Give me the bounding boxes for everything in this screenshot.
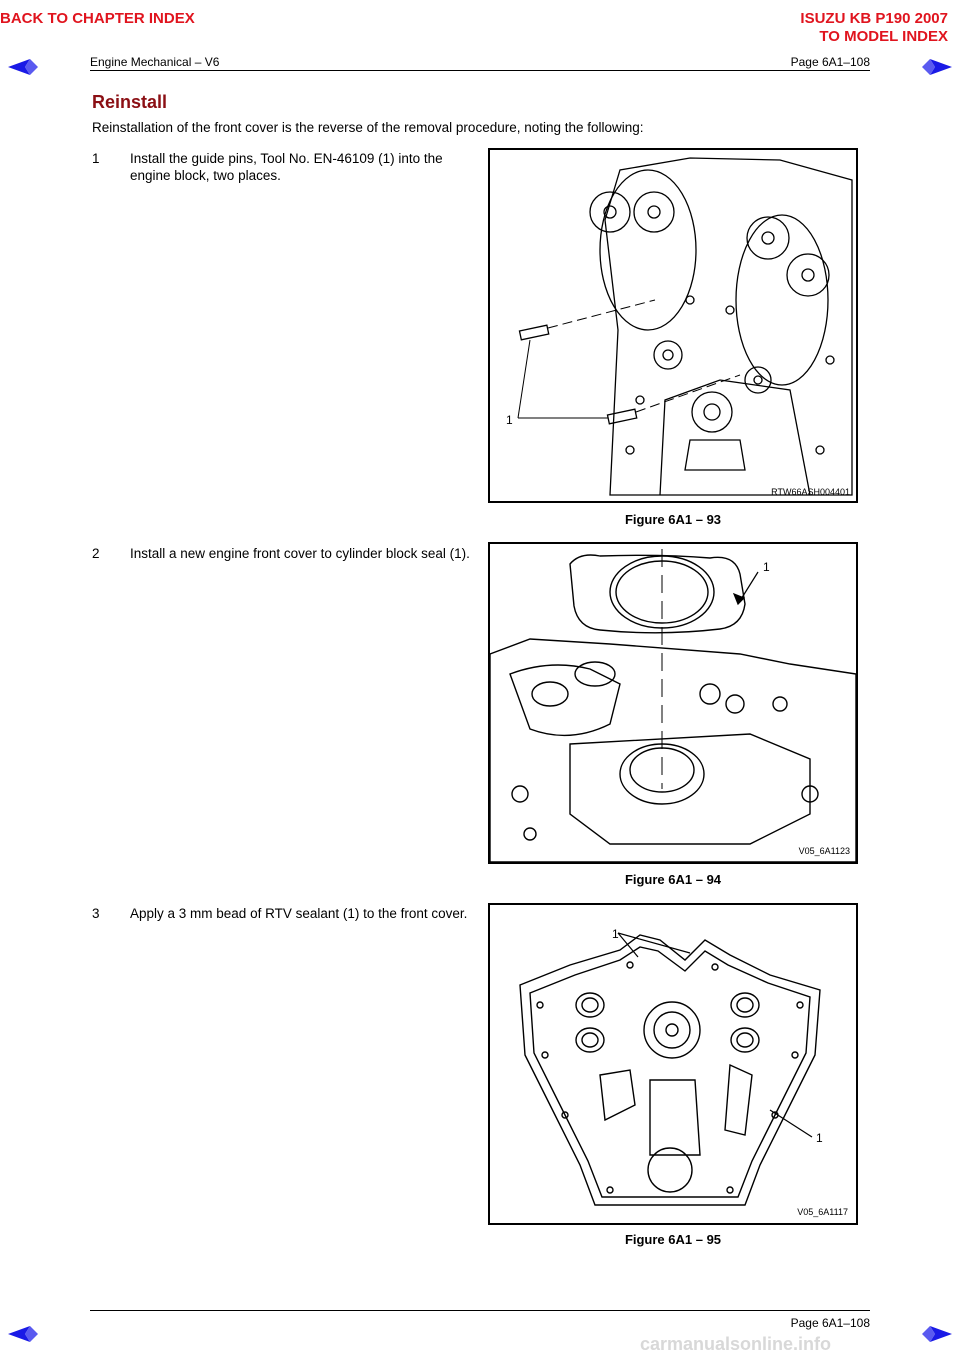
step-number: 3 — [92, 906, 100, 921]
figure-93-code: RTW66ASH004401 — [771, 487, 850, 497]
figure-94: 1 V05_6A1123 — [488, 542, 858, 864]
step-3: 3 Apply a 3 mm bead of RTV sealant (1) t… — [92, 905, 482, 945]
figure-93-callout-1: 1 — [506, 413, 513, 427]
next-page-arrow-bottom[interactable] — [920, 1325, 952, 1348]
step-number: 1 — [92, 151, 100, 166]
figure-95-code: V05_6A1117 — [797, 1207, 848, 1217]
arrow-right-icon — [922, 1326, 952, 1342]
engine-timing-illustration — [517, 157, 853, 496]
to-model-index-label[interactable]: TO MODEL INDEX — [819, 28, 948, 45]
watermark: carmanualsonline.info — [640, 1334, 832, 1354]
model-index-link[interactable]: ISUZU KB P190 2007 TO MODEL INDEX — [800, 10, 948, 46]
step-number: 2 — [92, 546, 100, 561]
section-intro: Reinstallation of the front cover is the… — [92, 120, 644, 135]
next-page-arrow-top[interactable] — [920, 58, 952, 81]
step-text: Install a new engine front cover to cyli… — [130, 546, 470, 561]
arrow-right-icon — [922, 59, 952, 75]
back-to-chapter-index-link[interactable]: BACK TO CHAPTER INDEX — [0, 10, 195, 27]
figure-95-callout-1-bottom: 1 — [816, 1131, 823, 1145]
prev-page-arrow-top[interactable] — [8, 58, 40, 81]
figure-93: 1 RTW66ASH004401 — [488, 148, 858, 503]
step-2: 2 Install a new engine front cover to cy… — [92, 545, 482, 585]
figure-95-caption: Figure 6A1 – 95 — [624, 1232, 722, 1247]
model-title[interactable]: ISUZU KB P190 2007 — [800, 10, 948, 27]
header-section-title: Engine Mechanical – V6 — [90, 55, 220, 69]
step-1: 1 Install the guide pins, Tool No. EN-46… — [92, 150, 482, 190]
figure-95: 1 1 V05_6A1117 — [488, 903, 858, 1225]
section-title: Reinstall — [92, 92, 168, 112]
footer-page-number: Page 6A1–108 — [790, 1316, 870, 1330]
header-rule — [90, 70, 870, 71]
figure-94-caption: Figure 6A1 – 94 — [624, 872, 722, 887]
figure-95-callout-1-top: 1 — [612, 927, 619, 941]
footer-rule — [90, 1310, 870, 1311]
header-page-number: Page 6A1–108 — [790, 55, 870, 69]
figure-94-code: V05_6A1123 — [798, 846, 850, 856]
figure-94-callout-1: 1 — [763, 560, 770, 574]
arrow-left-icon — [8, 1326, 38, 1342]
step-text: Apply a 3 mm bead of RTV sealant (1) to … — [130, 906, 468, 921]
front-cover-seal-illustration — [490, 549, 856, 862]
front-cover-sealant-illustration — [519, 932, 821, 1206]
arrow-left-icon — [8, 59, 38, 75]
prev-page-arrow-bottom[interactable] — [8, 1325, 40, 1348]
step-text: Install the guide pins, Tool No. EN-4610… — [130, 151, 443, 183]
figure-93-caption: Figure 6A1 – 93 — [624, 512, 722, 527]
